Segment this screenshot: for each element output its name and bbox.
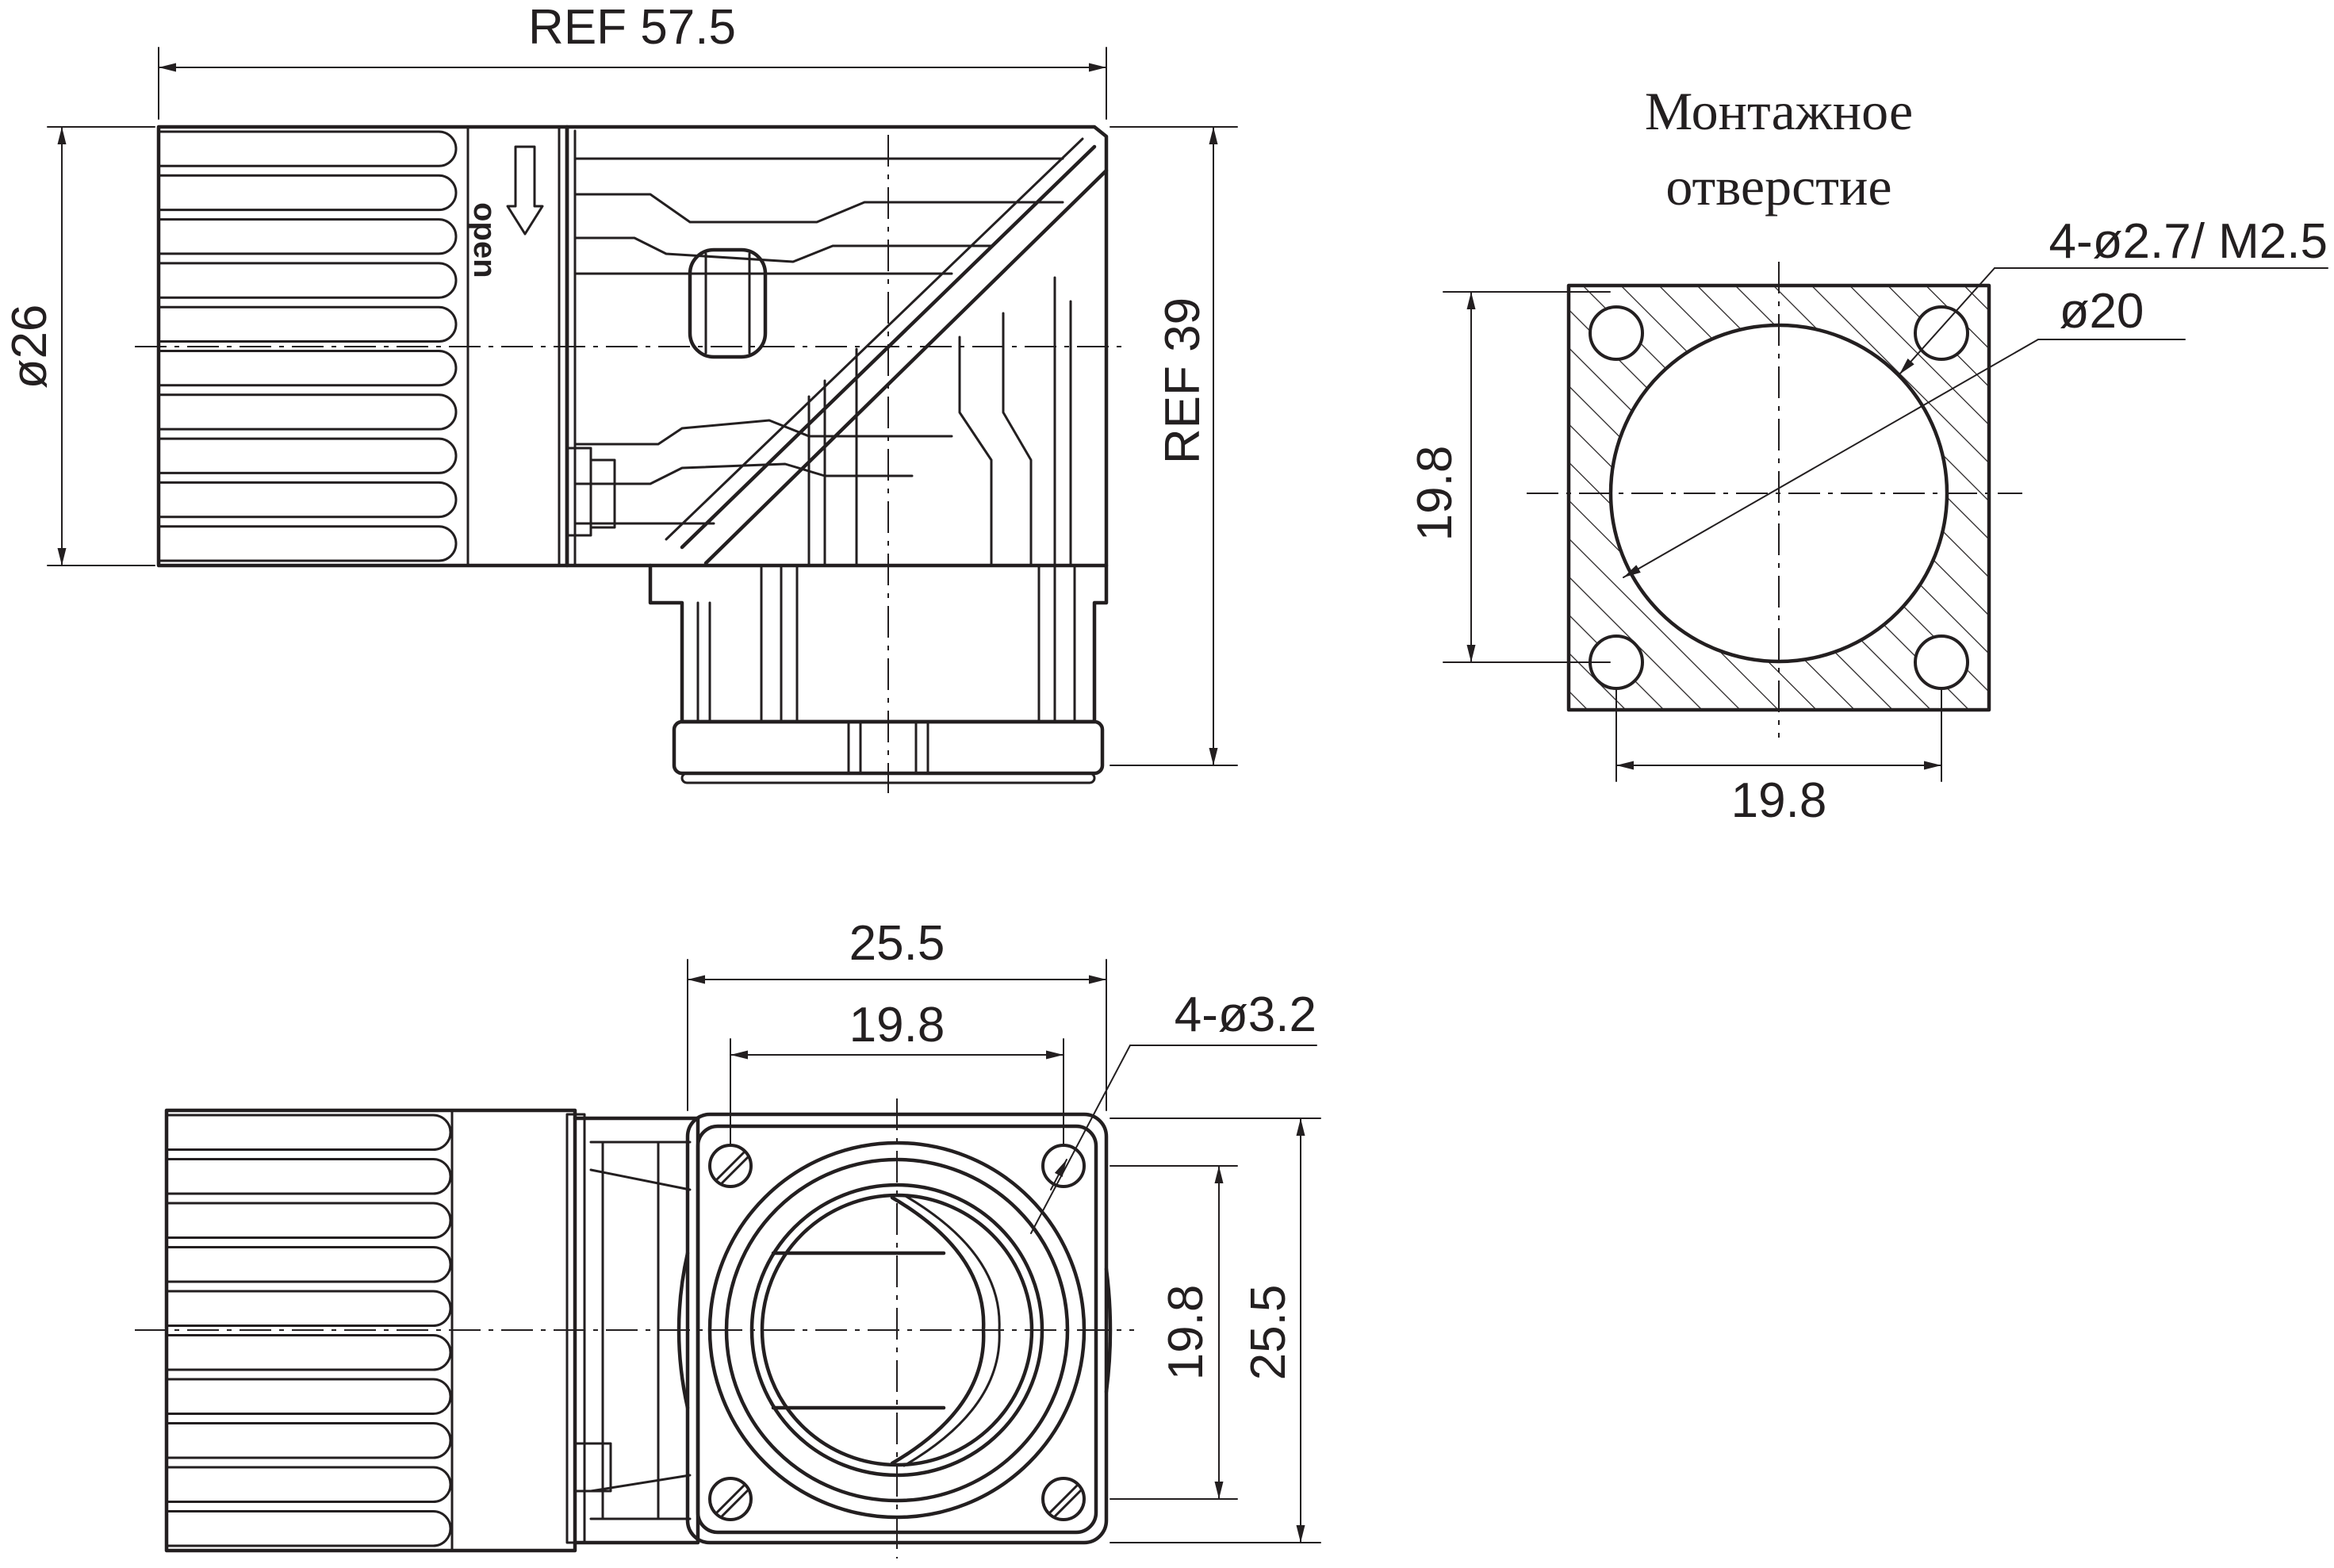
side-knurl-rib — [157, 174, 458, 212]
front-screw-br — [1041, 1477, 1086, 1521]
front-knurl-rib — [165, 1510, 452, 1547]
side-knurl-rib — [157, 393, 458, 431]
side-knurl-rib — [157, 130, 458, 167]
front-pitch-height-dimension: 19.8 — [1110, 1165, 1238, 1500]
front-holes-leader: 4-ø3.2 — [1030, 987, 1317, 1234]
mount-horizontal-dimension: 19.8 — [1615, 689, 1942, 828]
length-label: REF 57.5 — [528, 0, 736, 55]
side-knurl-rib — [157, 305, 458, 343]
bottom-gland — [648, 563, 1109, 784]
holes-leader: 4-ø2.7/ M2.5 — [1899, 214, 2328, 375]
front-view: 25.5 19.8 4-ø3.2 19.8 25.5 — [135, 916, 1321, 1558]
front-pitch-height-label: 19.8 — [1159, 1285, 1213, 1381]
open-arrow: open — [467, 145, 544, 278]
side-knurl-rib — [157, 218, 458, 255]
front-flange — [676, 1112, 1113, 1545]
mount-vertical-label: 19.8 — [1408, 446, 1462, 542]
front-flange-width-label: 25.5 — [849, 916, 945, 971]
bore-label: ø20 — [2060, 284, 2144, 339]
side-view: open — [2, 0, 1238, 793]
mount-hole-br — [1914, 634, 1969, 690]
front-holes-label: 4-ø3.2 — [1175, 987, 1316, 1042]
height-label: REF 39 — [1156, 297, 1210, 464]
mounting-title-line2: отверстие — [1665, 156, 1891, 217]
open-label: open — [467, 202, 502, 278]
side-knurl-rib — [157, 262, 458, 299]
front-knurl-rib — [165, 1114, 452, 1151]
front-pitch-width-label: 19.8 — [849, 998, 945, 1052]
mount-vertical-dimension: 19.8 — [1408, 291, 1611, 663]
mount-hole-tl — [1589, 305, 1644, 361]
front-knurl-rib — [165, 1378, 452, 1415]
mount-horizontal-label: 19.8 — [1731, 773, 1827, 828]
mounting-hole-view: Монтажное отверстие 4-ø2.7/ M2.5 ø20 — [1408, 81, 2328, 828]
mount-hole-tr — [1914, 305, 1969, 361]
connector-body — [565, 125, 1109, 568]
front-knurl-rib — [165, 1158, 452, 1195]
side-knurl-rib — [157, 481, 458, 519]
front-knurl-rib — [165, 1202, 452, 1239]
mount-holes-label: 4-ø2.7/ M2.5 — [2049, 214, 2328, 269]
front-pitch-width-dimension: 19.8 — [730, 998, 1064, 1147]
side-knurl-rib — [157, 437, 458, 474]
front-screw-tl — [708, 1144, 753, 1188]
front-flange-height-label: 25.5 — [1241, 1285, 1296, 1381]
side-knurl-rib — [157, 350, 458, 387]
diameter-label: ø26 — [2, 305, 57, 389]
front-knurl-rib — [165, 1422, 452, 1459]
front-knurl-rib — [165, 1246, 452, 1283]
front-knurl-rib — [165, 1466, 452, 1503]
front-knurl-rib — [165, 1290, 452, 1327]
front-screw-bl — [708, 1477, 753, 1521]
dimension-height: REF 39 — [1110, 126, 1238, 766]
front-knurl-rib — [165, 1334, 452, 1371]
dimension-diameter: ø26 — [2, 126, 155, 566]
front-flange-height-dimension: 25.5 — [1110, 1118, 1321, 1543]
front-flange-width-dimension: 25.5 — [687, 916, 1107, 1111]
dimension-length: REF 57.5 — [158, 0, 1107, 120]
knurled-nut — [156, 125, 569, 568]
side-knurl-rib — [157, 525, 458, 562]
bore-leader: ø20 — [1623, 284, 2186, 578]
mounting-title-line1: Монтажное — [1645, 81, 1913, 141]
